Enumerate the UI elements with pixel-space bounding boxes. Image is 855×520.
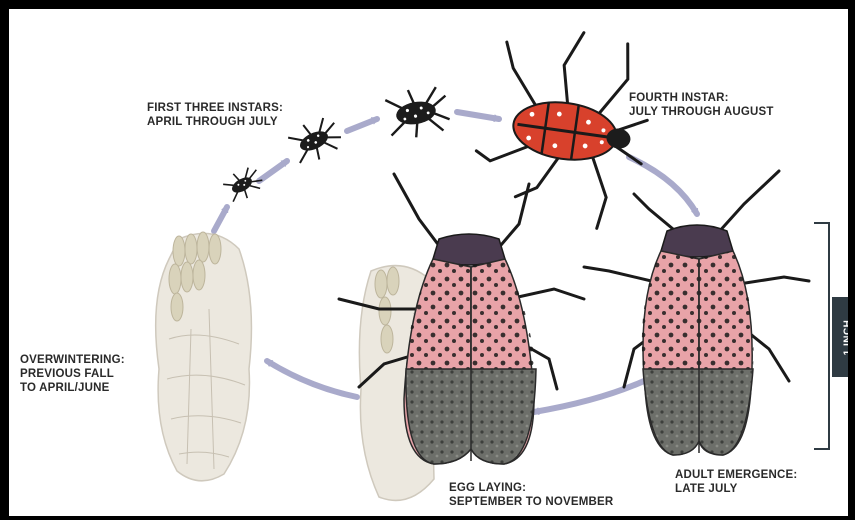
arrow-egglaying-to-overwintering bbox=[267, 361, 357, 397]
second-instar-nymph bbox=[286, 113, 346, 168]
lifecycle-illustration bbox=[9, 9, 855, 520]
instars-1-3-label: FIRST THREE INSTARS: APRIL THROUGH JULY bbox=[147, 101, 283, 129]
overwintering-label: OVERWINTERING: PREVIOUS FALL TO APRIL/JU… bbox=[20, 353, 125, 395]
arrow-instar2-to-instar3 bbox=[347, 119, 377, 131]
arrow-eggs-to-instar1 bbox=[214, 207, 227, 231]
overwintering-egg-mass bbox=[156, 232, 252, 481]
scale-bracket bbox=[814, 223, 829, 449]
egg-laying-label: EGG LAYING: SEPTEMBER TO NOVEMBER bbox=[449, 481, 613, 509]
arrow-instar3-to-instar4 bbox=[457, 112, 499, 119]
fourth-instar-nymph bbox=[468, 20, 658, 233]
arrow-adult-to-egglaying bbox=[534, 381, 644, 412]
fourth-instar-label: FOURTH INSTAR: JULY THROUGH AUGUST bbox=[629, 91, 774, 119]
third-instar-nymph bbox=[384, 84, 451, 142]
adult-emergence-label: ADULT EMERGENCE: LATE JULY bbox=[675, 468, 797, 496]
arrow-instar1-to-instar2 bbox=[259, 161, 287, 181]
scale-label: 1 INCH bbox=[832, 297, 855, 377]
first-instar-nymph bbox=[221, 163, 266, 205]
arrow-instar4-to-adult bbox=[629, 157, 697, 214]
